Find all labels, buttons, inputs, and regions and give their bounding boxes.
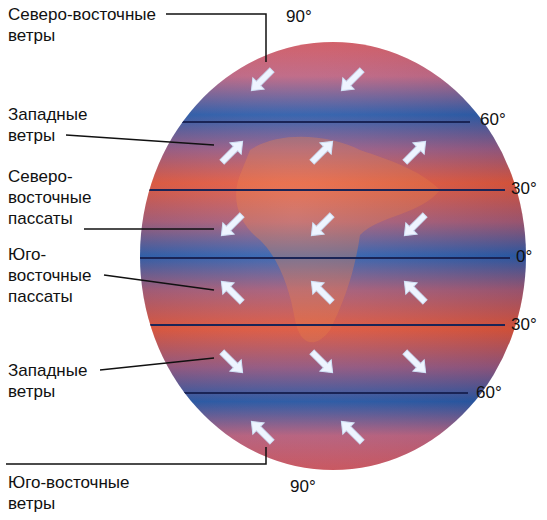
latitude-number: 60° <box>476 382 502 403</box>
latitude-number: 30° <box>511 314 537 335</box>
latitude-number: 30° <box>511 178 537 199</box>
wind-label: Юго-восточные ветры <box>8 472 168 514</box>
latitude-number: 90° <box>286 6 312 27</box>
wind-arrows <box>216 64 432 447</box>
globe-shading <box>140 42 526 470</box>
wind-label: Юго-восточные пассаты <box>8 244 108 307</box>
latitude-number: 60° <box>480 109 506 130</box>
wind-label: Западные ветры <box>8 104 108 146</box>
latitude-number: 90° <box>290 476 316 497</box>
globe <box>140 42 526 470</box>
latitude-number: 0° <box>516 246 532 267</box>
leader-lines <box>6 14 266 464</box>
wind-label: Северо-восточные ветры <box>8 4 168 46</box>
wind-label: Западные ветры <box>8 360 108 402</box>
wind-label: Северо-восточные пассаты <box>8 166 108 229</box>
latitude-lines <box>140 122 510 393</box>
